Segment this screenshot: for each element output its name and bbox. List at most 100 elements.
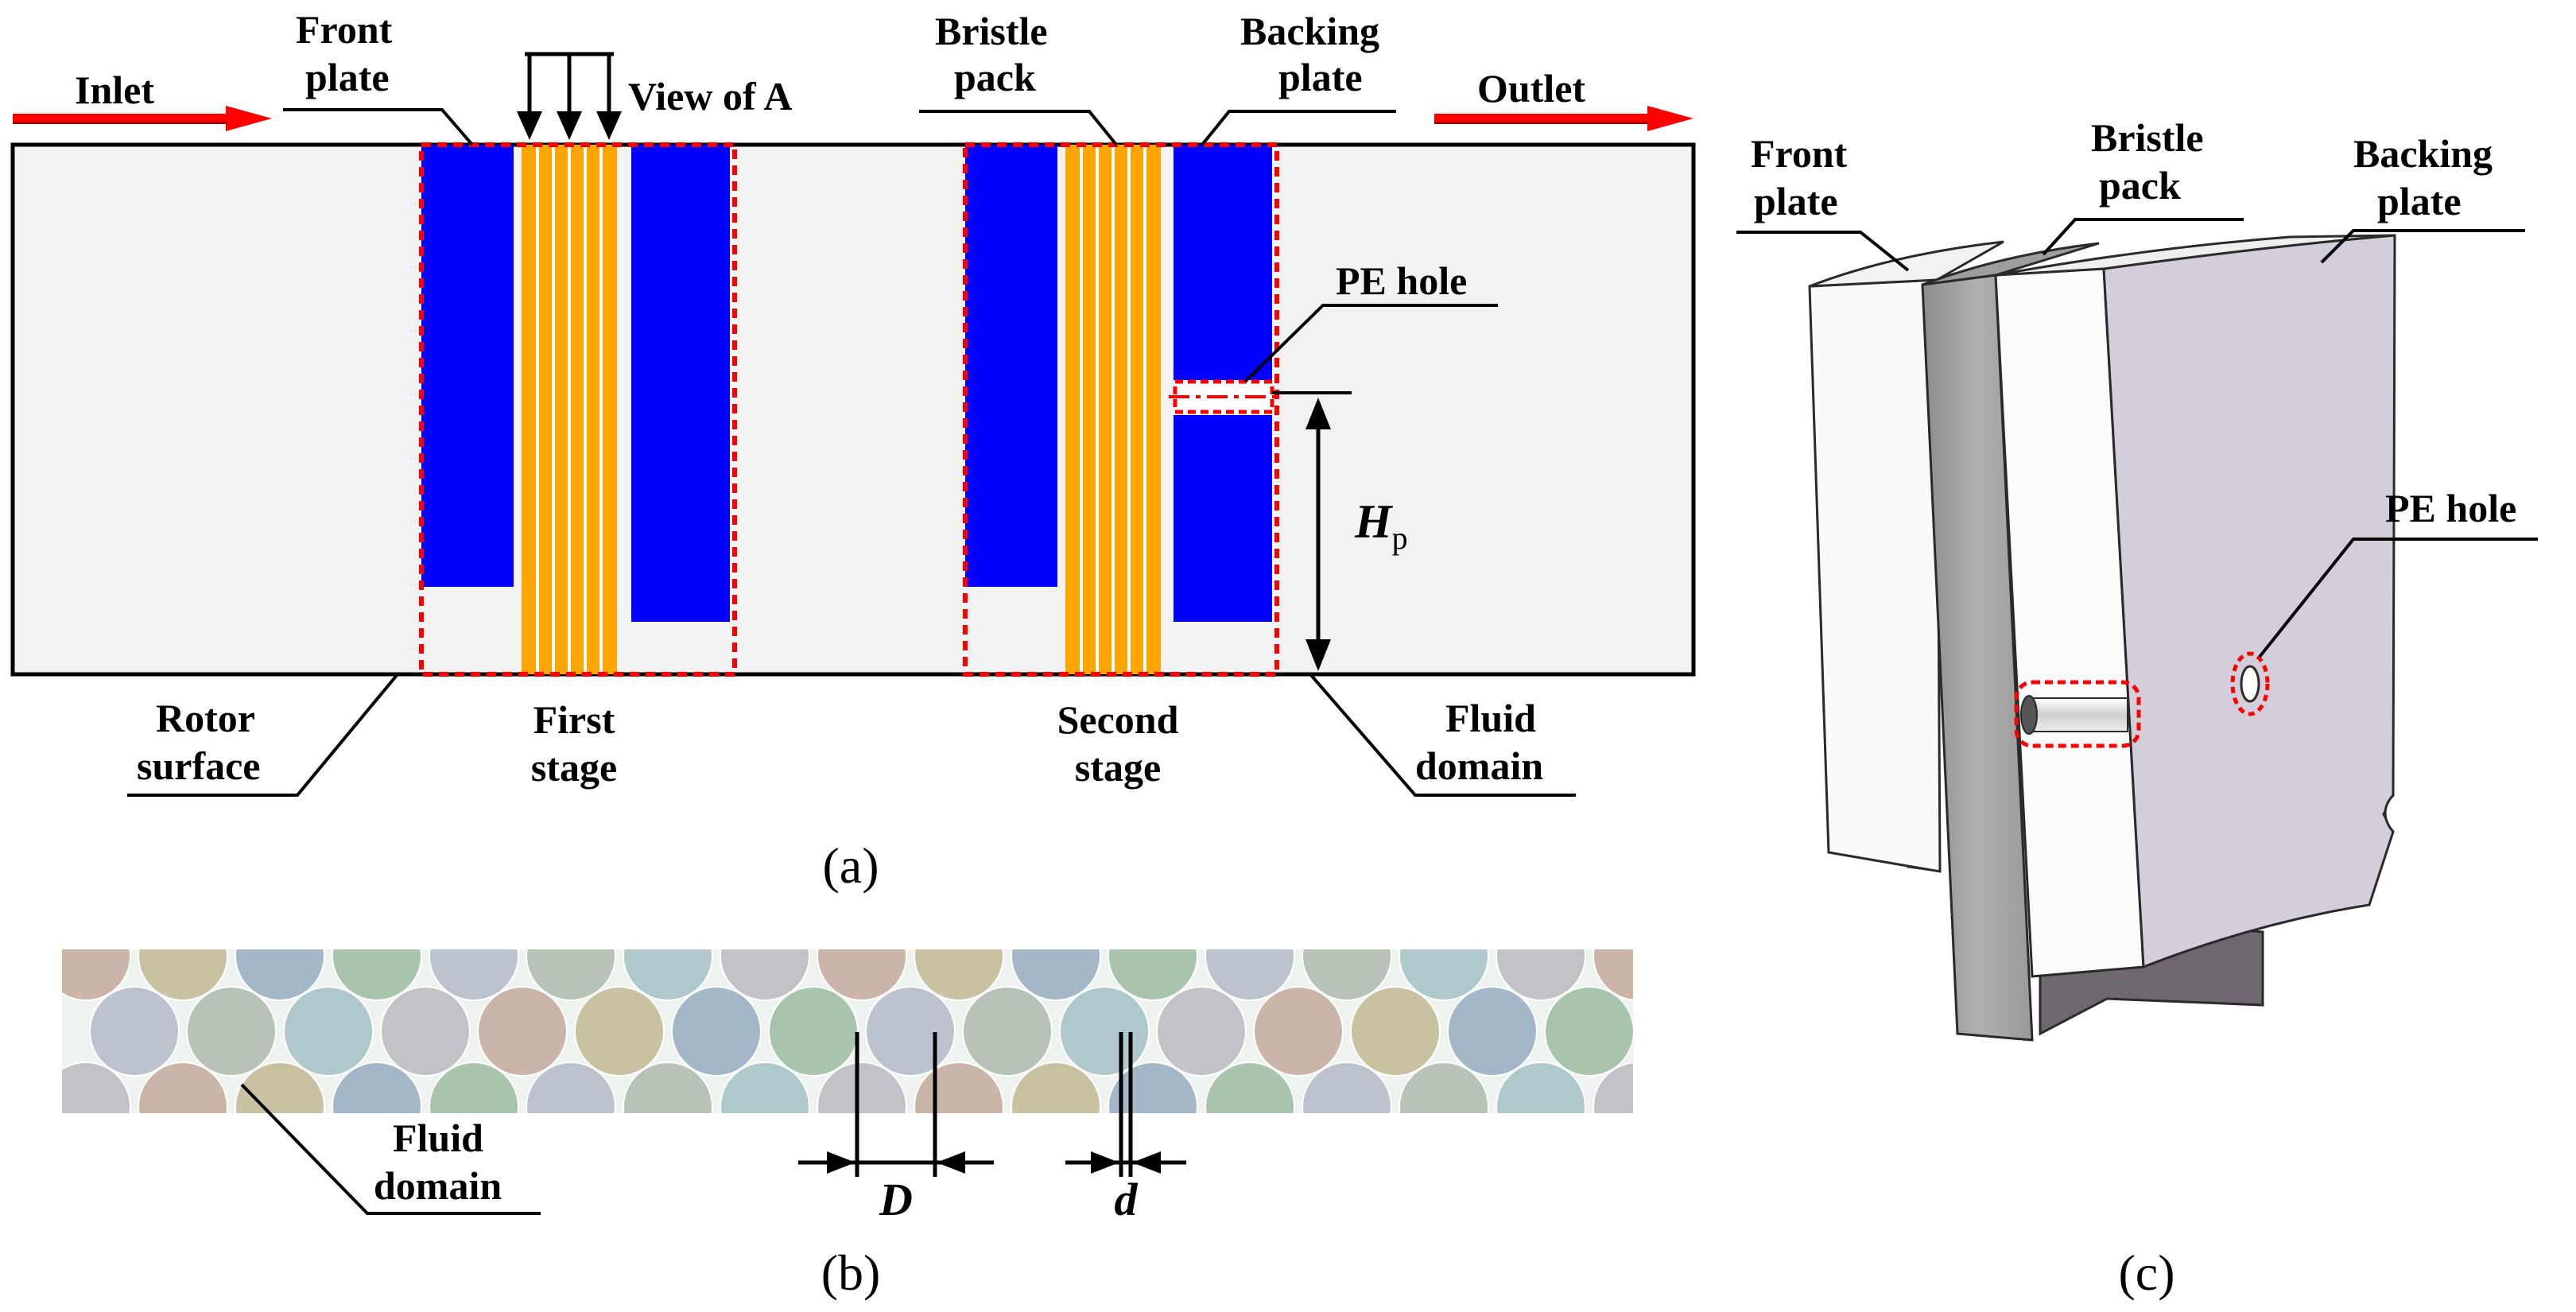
d-large-arrow-right [937, 1151, 965, 1174]
bristle-array [62, 949, 1633, 1113]
second-stage-seal [963, 142, 1280, 677]
pe-hole-opening [2240, 665, 2260, 703]
hp-arrow-top [1305, 398, 1331, 429]
backing-plate-3d [2102, 234, 2396, 969]
bristle-circle [817, 1062, 907, 1113]
front-plate-label-1: Front [296, 7, 393, 52]
inlet-label: Inlet [75, 68, 154, 112]
bristle-circle [1350, 986, 1441, 1077]
bristle-circle [1399, 949, 1489, 1001]
fluid-domain-label-b-1: Fluid [393, 1116, 483, 1160]
d-large-arrow-left [827, 1151, 855, 1174]
second-stage-label-1: Second [1057, 697, 1179, 742]
bristle-circle [817, 949, 907, 1001]
front-plate-top [1809, 240, 2004, 288]
bristle-pack-leader [919, 110, 1118, 146]
panel-b: Fluid domain D d (b) [62, 949, 1633, 1301]
backing-plate-leader-c [2320, 229, 2525, 264]
rotor-surface-label-2: surface [137, 743, 261, 788]
bristle-circle [89, 986, 180, 1077]
first-backing-plate [631, 145, 730, 622]
backing-plate-leader [1201, 110, 1396, 146]
pe-hole-label-a: PE hole [1336, 258, 1467, 303]
pe-hole-channel [2031, 697, 2128, 732]
bristle-circle [1108, 949, 1198, 1001]
bristle-pack-leader-c [2042, 218, 2244, 256]
bristle-circle [1447, 986, 1538, 1077]
pe-hole-channel-end [2020, 695, 2038, 735]
bristle-circle [623, 1062, 713, 1113]
caption-a: (a) [822, 837, 879, 894]
bristle-circle [429, 949, 519, 1001]
d-large-label: D [879, 1174, 913, 1225]
bristle-circle [526, 1062, 616, 1113]
second-stage-outline [963, 142, 1279, 677]
backing-plate-label-2: plate [1278, 55, 1363, 99]
bristle-circle [1399, 1062, 1489, 1113]
backing-plate-top [1995, 234, 2396, 277]
bristle-pack-label-2: pack [954, 55, 1036, 99]
fluid-domain-leader-b [240, 1083, 541, 1215]
fluid-domain-label-a-2: domain [1415, 743, 1543, 788]
bristle-circle [1059, 986, 1150, 1077]
bristle-circle [380, 986, 471, 1077]
hp-label: Hp [1354, 495, 1408, 556]
fluid-domain-leader-a [1309, 673, 1576, 797]
bristle-circle [526, 949, 616, 1001]
panel-a: Inlet Outlet Front plate View of A Brist… [10, 7, 1696, 894]
second-backing-plate-lower [1174, 415, 1272, 622]
bristle-circle [138, 949, 228, 1001]
bristle-circle [1302, 949, 1392, 1001]
bristle-circle [914, 1062, 1004, 1113]
bristle-circle [962, 986, 1053, 1077]
bristle-circle [574, 986, 665, 1077]
view-of-a-heads [517, 111, 622, 140]
front-plate-leader-c [1736, 231, 1910, 272]
bristle-circle [477, 986, 568, 1077]
bristle-circle [1011, 949, 1101, 1001]
fluid-domain-region [10, 142, 1696, 677]
bristle-circle [1302, 1062, 1392, 1113]
bristle-circle [283, 986, 374, 1077]
fluid-domain-label-a-1: Fluid [1445, 696, 1536, 740]
bristle-circle [1205, 1062, 1295, 1113]
bristle-circle [1496, 949, 1586, 1001]
bristle-circle [332, 1062, 422, 1113]
view-of-a-label: View of A [628, 74, 792, 118]
front-plate-label-2: plate [305, 55, 390, 99]
first-stage-outline [419, 142, 737, 677]
second-stage-label-2: stage [1075, 745, 1161, 790]
bristle-circle [62, 1062, 131, 1113]
bristle-circle [768, 986, 859, 1077]
bristle-circle [429, 1062, 519, 1113]
bristle-circle [1593, 949, 1633, 1001]
hp-arrow-bottom [1305, 639, 1331, 671]
bristle-circle [1593, 1062, 1633, 1113]
bristle-circle [720, 949, 810, 1001]
backing-plate-notch [2384, 794, 2395, 833]
front-plate-3d [1808, 278, 1942, 873]
backing-plate-label-1: Backing [1240, 9, 1379, 53]
pe-hole-label-c: PE hole [2385, 486, 2516, 530]
bristle-circle [186, 986, 277, 1077]
first-stage-seal [419, 142, 737, 677]
first-stage-label-2: stage [531, 745, 617, 790]
panel-c: Front plate Bristle pack Backing plate P… [1736, 115, 2538, 1301]
d-small-arrow-right [1132, 1151, 1161, 1174]
caption-c: (c) [2118, 1244, 2174, 1301]
bristle-circle [1156, 986, 1247, 1077]
bristle-circle [1544, 986, 1633, 1077]
bristle-circle [1496, 1062, 1586, 1113]
bristle-circle [235, 949, 325, 1001]
first-stage-label-1: First [533, 697, 615, 742]
d-small-label: d [1115, 1174, 1139, 1225]
second-front-plate [965, 145, 1057, 587]
bristle-circle [1253, 986, 1344, 1077]
bristle-circle [235, 1062, 325, 1113]
front-plate-label-c-2: plate [1754, 179, 1838, 223]
outlet-arrow [1434, 106, 1693, 131]
caption-b: (b) [821, 1244, 881, 1301]
bristle-circle [914, 949, 1004, 1001]
bristle-circle [720, 1062, 810, 1113]
